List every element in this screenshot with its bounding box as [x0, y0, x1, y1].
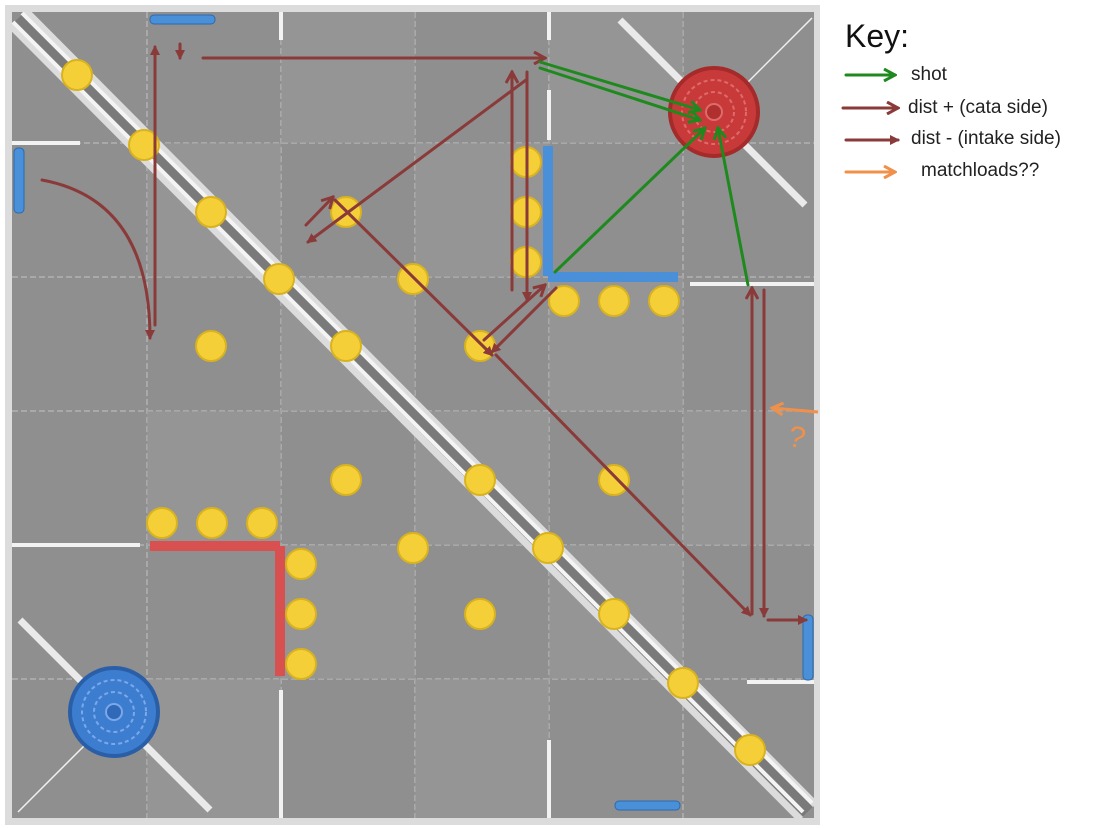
route-arrow — [40, 178, 155, 340]
triball — [146, 507, 178, 539]
triball — [196, 507, 228, 539]
triball — [195, 330, 227, 362]
route-arrow — [304, 197, 333, 227]
perimeter-match-load-bars — [13, 14, 814, 811]
route-arrow — [494, 353, 752, 617]
shot-arrows — [538, 60, 750, 287]
key-label-dist-plus: dist + (cata side) — [908, 97, 1048, 118]
field-tape-lines — [12, 12, 814, 818]
triball — [464, 464, 496, 496]
matchload-arrow: ? — [772, 408, 819, 456]
triball — [128, 129, 160, 161]
triball — [598, 598, 630, 630]
triball — [648, 285, 680, 317]
triball — [548, 285, 580, 317]
route-arrows — [40, 42, 808, 625]
triball — [532, 532, 564, 564]
triball — [598, 285, 630, 317]
shot-arrow — [538, 60, 700, 110]
route-arrow — [482, 285, 545, 342]
triball — [246, 507, 278, 539]
red-goal — [668, 66, 760, 158]
triball — [195, 196, 227, 228]
shot-arrow — [553, 128, 705, 274]
blue-low-barrier — [543, 146, 678, 282]
blue-goal — [68, 666, 160, 758]
key-title: Key: — [845, 18, 910, 54]
key-label-matchloads: matchloads?? — [921, 160, 1040, 181]
key-label-dist-minus: dist - (intake side) — [911, 128, 1061, 149]
triball — [397, 532, 429, 564]
triball — [330, 330, 362, 362]
triball — [61, 59, 93, 91]
key-swatches — [841, 75, 900, 172]
triball — [464, 598, 496, 630]
triball — [734, 734, 766, 766]
route-arrow — [306, 78, 528, 244]
route-arrow — [333, 198, 494, 357]
triballs — [61, 59, 766, 766]
triball — [263, 263, 295, 295]
triball — [285, 648, 317, 680]
key-label-shot: shot — [911, 64, 947, 85]
shot-arrow — [718, 128, 750, 287]
triball — [285, 598, 317, 630]
red-low-barrier — [150, 541, 285, 676]
triball — [330, 464, 362, 496]
triball — [285, 548, 317, 580]
triball — [598, 464, 630, 496]
triball — [667, 667, 699, 699]
shot-arrow — [538, 66, 700, 120]
matchload-question-mark: ? — [785, 420, 808, 456]
route-arrow — [490, 286, 558, 354]
